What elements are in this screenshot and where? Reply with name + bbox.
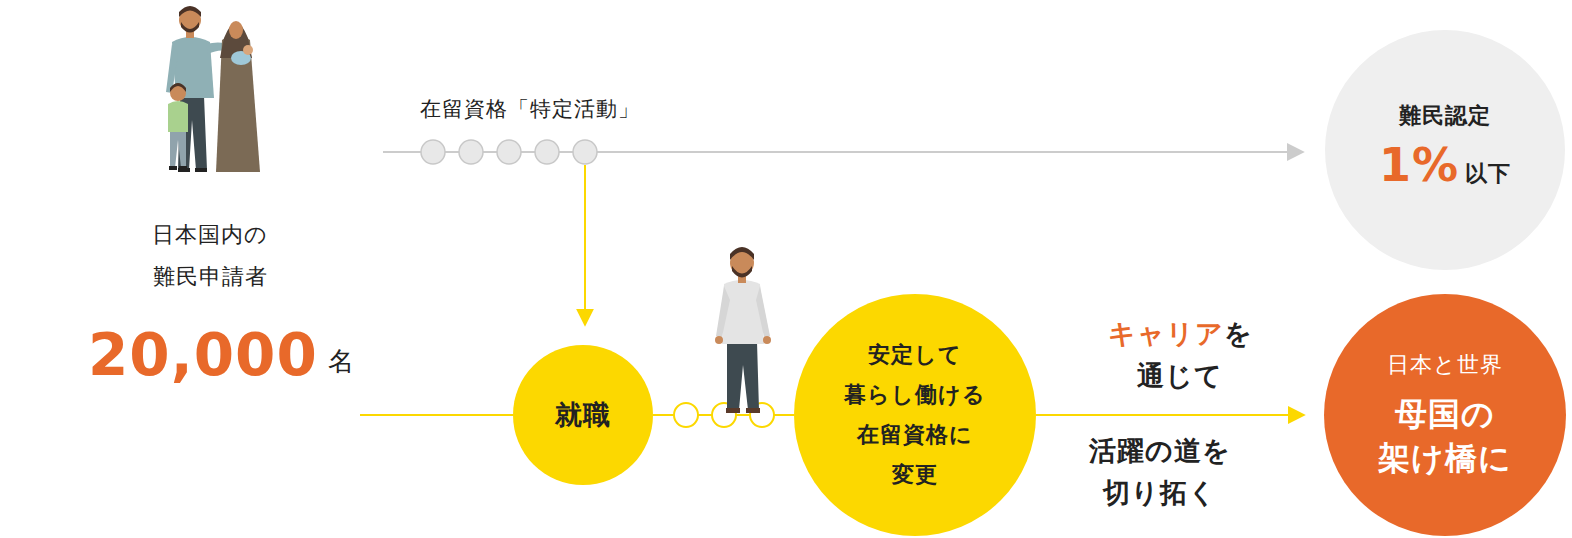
- node-title: 安定して 暮らし働ける 在留資格に 変更: [844, 335, 986, 495]
- step-dots: [674, 403, 774, 427]
- node-title: 難民認定: [1399, 101, 1491, 131]
- career-note: 活躍の道を 切り拓く: [1089, 430, 1231, 514]
- man-figure: [715, 247, 771, 413]
- node-text: 母国の 架け橋に: [1378, 392, 1512, 480]
- track-label: 在留資格「特定活動」: [420, 94, 640, 124]
- track-dots: [421, 140, 597, 164]
- job-circle: 就職: [513, 345, 653, 485]
- node-text: 以下: [1465, 148, 1511, 200]
- value-row: 1%以下: [1379, 139, 1511, 200]
- goal-circle: 日本と世界母国の 架け橋に: [1324, 294, 1566, 536]
- family-figure: [166, 6, 260, 172]
- applicants-label: 日本国内の 難民申請者: [152, 214, 268, 298]
- visa-change-circle: 安定して 暮らし働ける 在留資格に 変更: [794, 294, 1036, 536]
- count-unit: 名: [328, 343, 355, 379]
- career-track: [360, 414, 520, 416]
- node-text: 1%: [1379, 139, 1459, 191]
- applicant-count: 20,000: [88, 322, 318, 388]
- connector: [1036, 414, 1304, 416]
- edge-label: キャリアを 通じて: [1108, 313, 1253, 397]
- node-title: 日本と世界: [1387, 350, 1503, 380]
- node-title: 就職: [555, 398, 611, 432]
- result-circle: 難民認定 1%以下: [1325, 30, 1565, 270]
- branch-arrow: [584, 165, 586, 325]
